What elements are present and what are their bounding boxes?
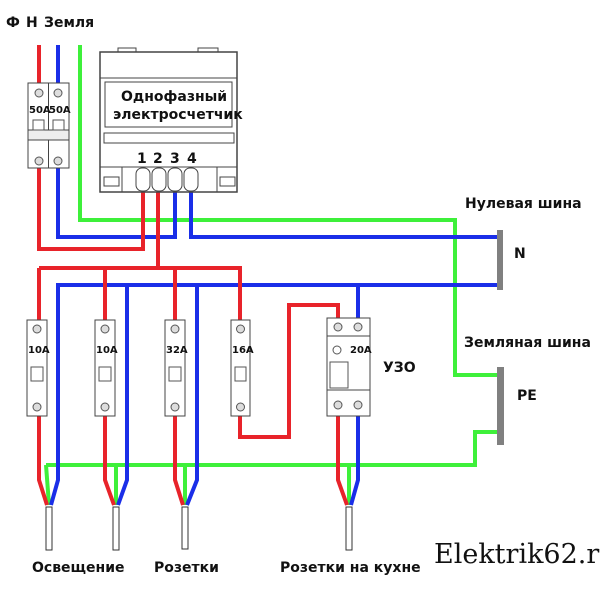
terminal-3: 3 (170, 151, 180, 167)
ground-bus-label: Земляная шина (464, 335, 591, 351)
breaker-3-rating: 32A (166, 345, 188, 356)
neutral-wires (49, 45, 500, 506)
circuit-kitchen-sockets-label: Розетки на кухне (280, 560, 421, 576)
electricity-meter: Однофазный электросчетчик 1 2 3 4 (99, 47, 243, 193)
neutral-bus-mark: N (514, 246, 526, 262)
ground-label: Земля (44, 15, 94, 31)
breaker-4-rating: 16A (232, 345, 254, 356)
terminal-4: 4 (187, 151, 197, 167)
breaker-3: 32A (164, 319, 188, 417)
neutral-bus-label: Нулевая шина (465, 196, 582, 212)
ground-wires (44, 45, 500, 506)
breaker-2-rating: 10A (96, 345, 118, 356)
phase-label: Ф (6, 15, 20, 31)
rcd-label: УЗО (383, 360, 416, 376)
neutral-bus-bar (497, 230, 503, 290)
main-breaker-rating-1: 50A (29, 105, 51, 116)
terminal-1: 1 (137, 151, 147, 167)
watermark: Elektrik62.ru (434, 539, 600, 570)
main-breaker-rating-2: 50A (49, 105, 71, 116)
breaker-1: 10A (26, 319, 50, 417)
phase-wires (37, 45, 349, 506)
meter-title-line1: Однофазный (121, 89, 227, 105)
rcd-device: 20A (326, 317, 372, 417)
terminal-2: 2 (153, 151, 163, 167)
main-breaker: 50A 50A (27, 82, 71, 169)
breaker-2: 10A (94, 319, 118, 417)
circuit-lighting-label: Освещение (32, 560, 125, 576)
breaker-1-rating: 10A (28, 345, 50, 356)
circuit-sockets-label: Розетки (154, 560, 219, 576)
meter-title-line2: электросчетчик (113, 107, 243, 123)
ground-bus-mark: PE (517, 388, 537, 404)
cables (45, 506, 353, 551)
rcd-rating: 20A (350, 345, 372, 356)
breaker-4: 16A (230, 319, 254, 417)
ground-bus-bar (497, 367, 504, 445)
neutral-label: Н (26, 15, 38, 31)
